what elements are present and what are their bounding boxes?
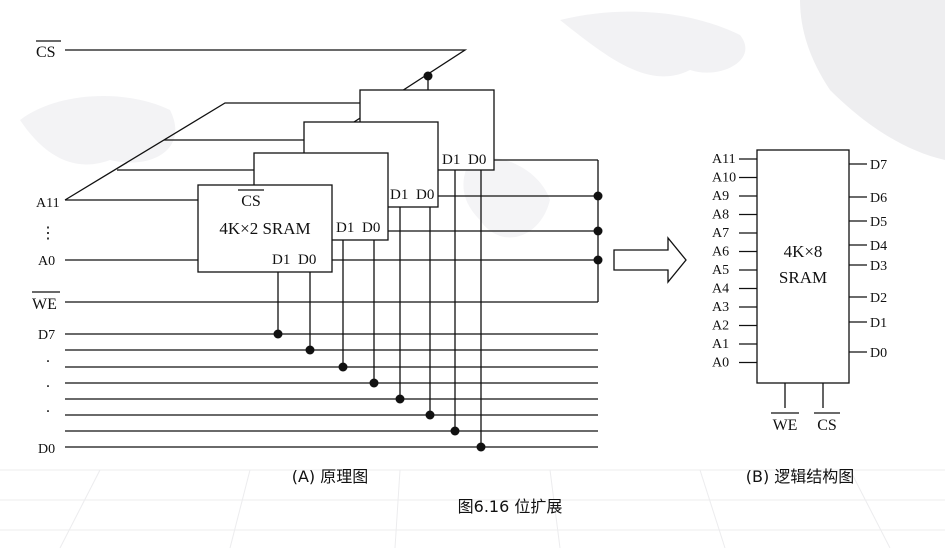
junction-dot <box>423 71 433 81</box>
address-pin-label: A3 <box>712 300 729 315</box>
dot-1: . <box>46 349 50 366</box>
address-pin-label: A0 <box>712 356 729 371</box>
address-pin-label: A9 <box>712 189 729 204</box>
cs-label: CS <box>36 44 56 61</box>
chip1-d1-label: D1 <box>272 252 290 268</box>
address-pin-label: A6 <box>712 245 729 260</box>
chip-name-label: 4K×2 SRAM <box>219 219 310 238</box>
address-pin-label: A1 <box>712 337 729 352</box>
chip1-d0-label: D0 <box>298 252 316 268</box>
figure-caption: 图6.16 位扩展 <box>458 497 563 516</box>
chip-b-we-label: WE <box>773 417 798 434</box>
chip-b-line2: SRAM <box>779 268 827 287</box>
address-pin-label: A7 <box>712 226 729 241</box>
transform-arrow <box>613 236 687 284</box>
data-pin-label: D6 <box>870 191 887 206</box>
data-pin-label: D2 <box>870 291 887 306</box>
address-bus-plane <box>64 102 360 261</box>
data-pin-wires <box>277 170 482 447</box>
address-pin-label: A11 <box>712 152 736 167</box>
data-junction-dots <box>273 329 486 452</box>
schematic-a: CS A11 ⋮ A0 WE D7 . . . D0 CS 4K×2 SRAM … <box>32 40 603 486</box>
d0-label: D0 <box>38 442 55 457</box>
data-pin-label: D5 <box>870 215 887 230</box>
chip4-d0-label: D0 <box>468 152 486 168</box>
chip4-d1-label: D1 <box>442 152 460 168</box>
d7-label: D7 <box>38 328 55 343</box>
we-bus-plane <box>332 159 603 302</box>
sram-chip-1 <box>197 184 333 273</box>
address-pin-label: A2 <box>712 319 729 334</box>
chip2-d1-label: D1 <box>336 220 354 236</box>
front-chip-labels: CS 4K×2 SRAM D1 D0 D1 D0 D1 D0 D1 D0 <box>219 152 486 268</box>
address-pin-label: A10 <box>712 171 736 186</box>
address-pin-label: A8 <box>712 208 729 223</box>
data-pin-label: D4 <box>870 239 887 254</box>
chip-b-line1: 4K×8 <box>784 242 823 261</box>
data-pin-label: D7 <box>870 158 887 173</box>
address-pin-label: A5 <box>712 263 729 278</box>
a11-label: A11 <box>36 196 60 211</box>
dot-2: . <box>46 374 50 391</box>
vdots-label: ⋮ <box>40 225 56 242</box>
sram-4kx8-chip <box>756 149 850 384</box>
junction-dot <box>593 191 603 201</box>
chip-cs-label: CS <box>241 193 261 210</box>
left-signal-labels: CS A11 ⋮ A0 WE D7 . . . D0 <box>32 40 61 457</box>
data-pin-label: D0 <box>870 346 887 361</box>
junction-dot <box>593 255 603 265</box>
data-pin-label: D1 <box>870 316 887 331</box>
address-pin-label: A4 <box>712 282 729 297</box>
a0-label: A0 <box>38 254 55 269</box>
caption-a: (A) 原理图 <box>292 467 369 486</box>
junction-dot <box>593 226 603 236</box>
chip3-d1-label: D1 <box>390 187 408 203</box>
data-bus-lines <box>65 333 598 448</box>
dot-3: . <box>46 399 50 416</box>
we-label: WE <box>32 296 57 313</box>
chip-b-cs-label: CS <box>817 417 837 434</box>
caption-b: (B) 逻辑结构图 <box>746 467 855 486</box>
chip3-d0-label: D0 <box>416 187 434 203</box>
chip2-d0-label: D0 <box>362 220 380 236</box>
data-pin-label: D3 <box>870 259 887 274</box>
